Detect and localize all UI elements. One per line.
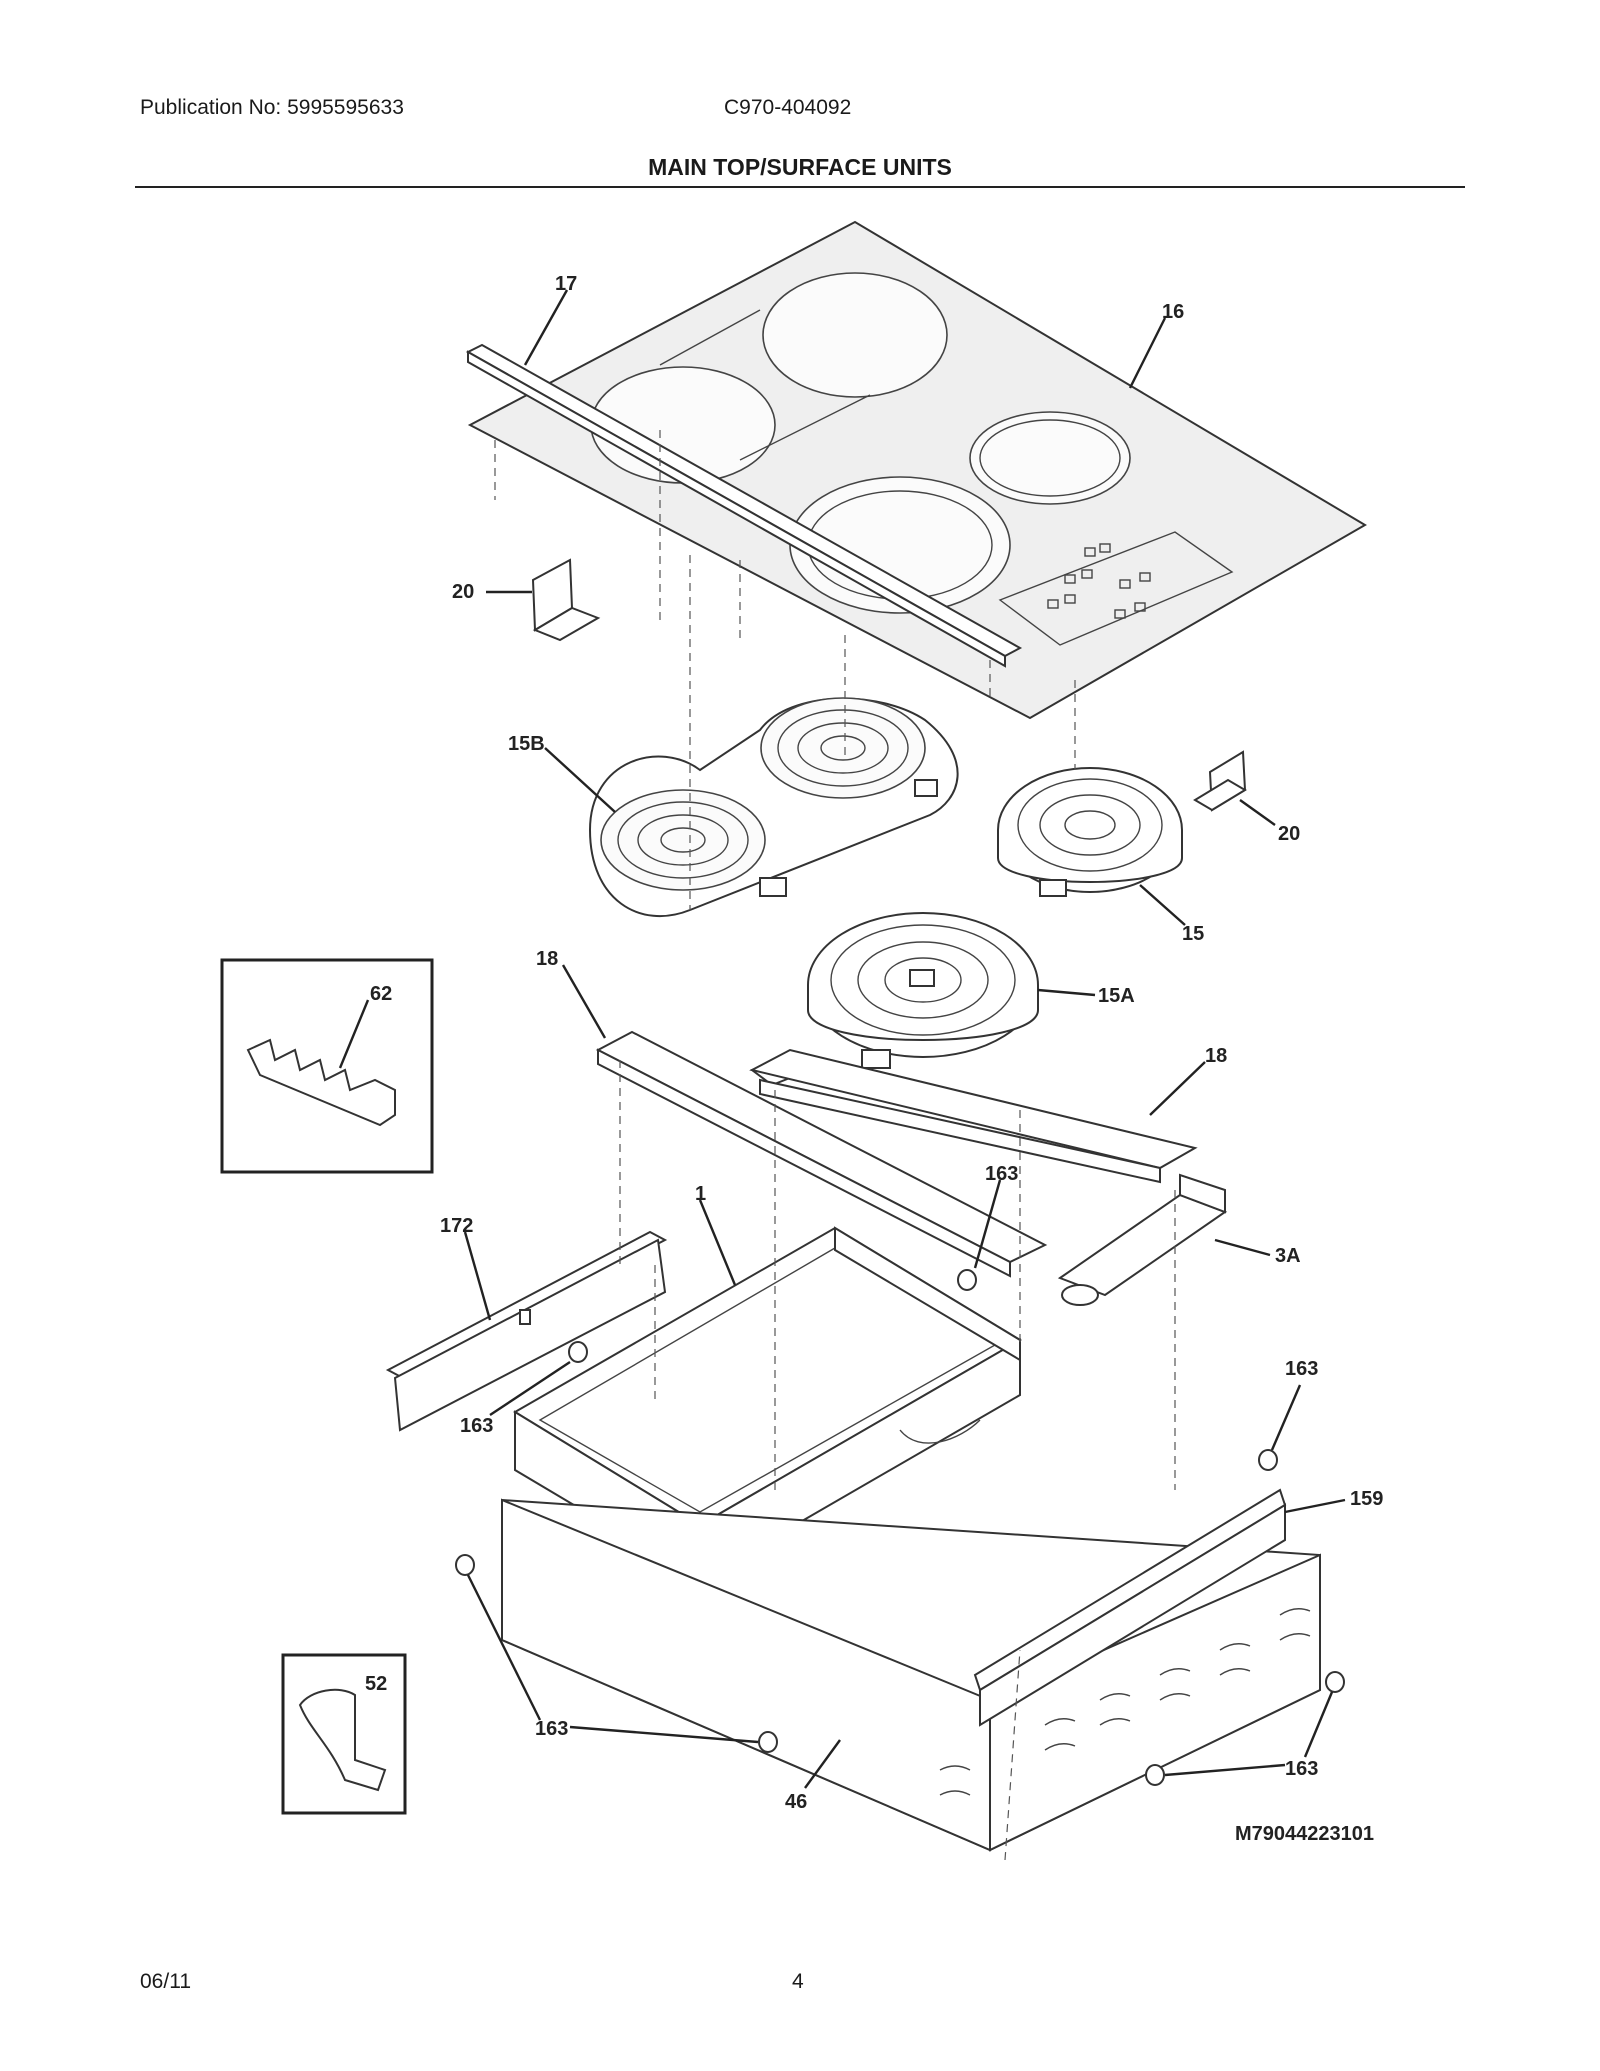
support-rail-left (595, 1030, 1048, 1278)
publication-number: Publication No: 5995595633 (140, 96, 404, 119)
callout-163-top: 163 (985, 1163, 1018, 1185)
callouts: 17 16 20 20 15B 15 15A 18 18 62 163 1 17… (338, 273, 1383, 1813)
callout-15: 15 (1182, 923, 1204, 945)
callout-163-right: 163 (1285, 1358, 1318, 1380)
callout-15b: 15B (508, 733, 545, 755)
support-rail-right (749, 1048, 1198, 1184)
callout-163-left: 163 (460, 1415, 493, 1437)
callout-163-bottom-right: 163 (1285, 1758, 1318, 1780)
large-burner-element (749, 912, 1039, 1087)
callout-20-right: 20 (1278, 823, 1300, 845)
callout-18-right: 18 (1205, 1045, 1227, 1067)
page-number: 4 (792, 1970, 804, 1993)
callout-163-bottom-left: 163 (535, 1718, 568, 1740)
footer-date: 06/11 (140, 1970, 191, 1993)
trim-strip (465, 343, 1023, 668)
inset-52 (281, 1653, 407, 1815)
callout-20-left: 20 (452, 581, 474, 603)
bracket-right (1193, 750, 1247, 812)
glass-cooktop (467, 220, 1367, 720)
callout-159: 159 (1350, 1488, 1383, 1510)
callout-172: 172 (440, 1215, 473, 1237)
inset-62 (220, 958, 434, 1174)
lower-box (501, 1498, 1321, 1852)
callout-62: 62 (370, 983, 392, 1005)
side-bracket-172 (385, 1230, 668, 1432)
callout-52: 52 (365, 1673, 387, 1695)
diagram-code: M79044223101 (1235, 1823, 1374, 1845)
dual-burner-element (588, 697, 959, 918)
bracket-left (531, 558, 601, 642)
callout-16: 16 (1162, 301, 1184, 323)
callout-3a: 3A (1275, 1245, 1301, 1267)
header-divider (135, 186, 1465, 188)
bracket-3a (1057, 1173, 1228, 1306)
alignment-lines (494, 430, 1176, 1861)
callout-1: 1 (695, 1183, 706, 1205)
callout-46: 46 (785, 1791, 807, 1813)
callout-18-left: 18 (536, 948, 558, 970)
page-title: MAIN TOP/SURFACE UNITS (648, 154, 952, 180)
model-number: C970-404092 (724, 96, 852, 119)
small-burner-element (997, 767, 1183, 897)
rear-rail-159 (973, 1488, 1287, 1727)
callout-17: 17 (555, 273, 577, 295)
spacer-163 (455, 1269, 1345, 1786)
callout-15a: 15A (1098, 985, 1135, 1007)
